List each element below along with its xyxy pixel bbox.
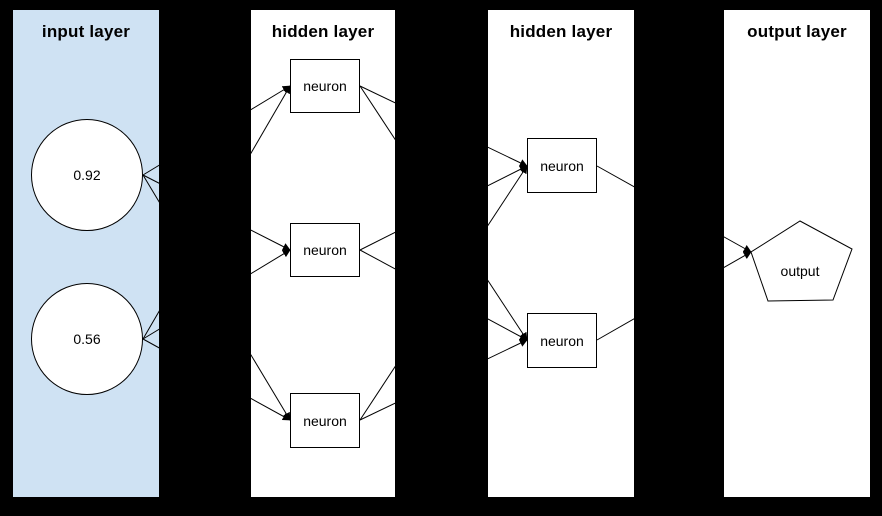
hidden1-neuron-3-label: neuron [303,412,347,429]
hidden2-neuron-1: neuron [527,138,597,193]
edge-h22-out [596,251,752,341]
hidden-layer-2-title: hidden layer [509,22,613,41]
input-layer-title: input layer [41,22,131,41]
edge-h13-h22 [359,339,528,421]
edge-h11-h21 [359,85,528,167]
edge-h13-h21 [359,165,528,421]
input-layer-panel: input layer [13,10,159,497]
hidden2-neuron-1-label: neuron [540,157,584,174]
edge-i2-h12 [142,249,291,340]
input-node-2-value: 0.56 [73,331,101,347]
edge-i2-h13 [142,338,291,421]
edge-i2-h11 [142,85,291,340]
input-node-2: 0.56 [31,283,143,395]
hidden1-neuron-3: neuron [290,393,360,448]
hidden1-neuron-1-label: neuron [303,78,347,94]
hidden-layer-2-panel: hidden layer [488,10,634,497]
hidden-layer-1-title: hidden layer [271,22,375,41]
output-pentagon [750,220,853,302]
edge-h12-h21 [359,165,528,251]
hidden2-neuron-2-label: neuron [540,332,584,349]
hidden2-neuron-2: neuron [527,313,597,368]
edge-h11-h22 [359,85,528,341]
edge-i1-h11 [142,85,291,176]
hidden1-neuron-2-label: neuron [303,242,347,258]
output-node-label: output [780,263,820,279]
hidden1-neuron-1: neuron [290,59,360,113]
input-node-1-value: 0.92 [73,167,101,183]
edge-h21-out [596,165,752,253]
output-layer-title: output layer [747,22,847,41]
edge-i1-h13 [142,174,291,421]
input-node-1: 0.92 [31,119,143,231]
edge-h12-h22 [359,249,528,341]
